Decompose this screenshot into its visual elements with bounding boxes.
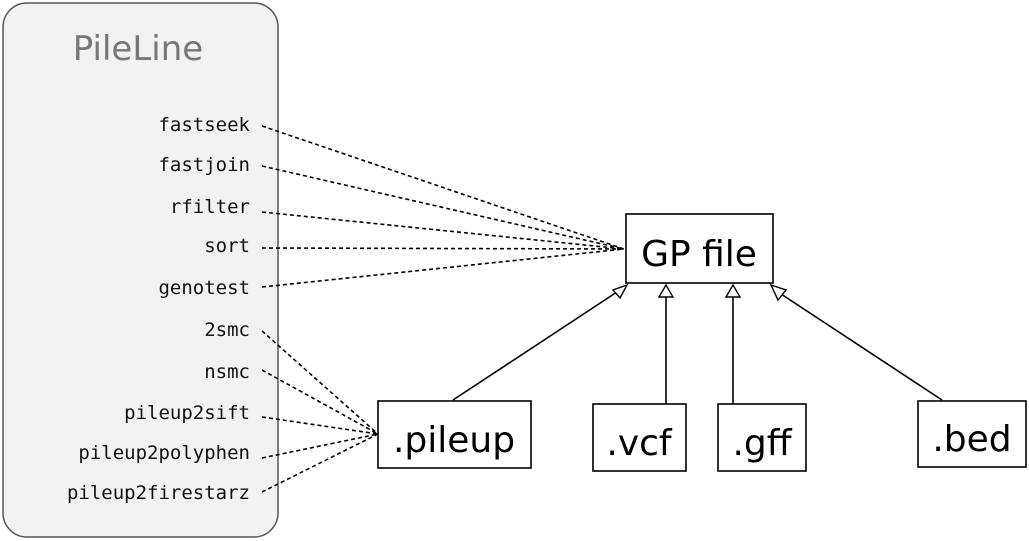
format-box-gff xyxy=(717,403,807,472)
connector-fastseek xyxy=(261,125,625,250)
inherit-line-pileup xyxy=(452,289,621,401)
gp-file-label: GP file xyxy=(641,234,757,275)
connector-pileup2sift xyxy=(261,416,379,435)
format-label-pileup: .pileup xyxy=(393,420,515,461)
connector-fastjoin xyxy=(261,165,625,250)
connector-2smc xyxy=(261,330,379,435)
gp-file-box xyxy=(625,213,774,284)
inherit-arrowhead-vcf xyxy=(657,283,675,298)
format-label-bed: .bed xyxy=(932,419,1011,460)
command-pileup2firestarz: pileup2firestarz xyxy=(67,482,250,504)
pileline-panel xyxy=(2,2,279,538)
inherit-arrowhead-gff xyxy=(724,283,742,298)
connector-pileup2polyphen xyxy=(261,433,379,459)
connector-genotest xyxy=(261,248,625,288)
format-box-bed xyxy=(917,400,1027,468)
command-sort: sort xyxy=(204,235,250,257)
command-fastjoin: fastjoin xyxy=(158,154,250,176)
command-rfilter: rfilter xyxy=(170,196,250,218)
format-box-vcf xyxy=(592,403,687,472)
inherit-line-bed xyxy=(777,291,943,401)
panel-title: PileLine xyxy=(73,29,203,69)
command-pileup2sift: pileup2sift xyxy=(124,402,250,424)
format-box-pileup xyxy=(377,400,532,469)
command-pileup2polyphen: pileup2polyphen xyxy=(78,442,250,464)
connector-sort xyxy=(261,247,625,250)
inherit-arrowhead-pileup xyxy=(611,283,629,300)
command-fastseek: fastseek xyxy=(158,114,250,136)
inherit-arrowhead-bed xyxy=(769,283,788,302)
format-label-gff: .gff xyxy=(732,423,792,464)
connector-nsmc xyxy=(261,369,379,435)
connector-rfilter xyxy=(261,211,625,250)
command-genotest: genotest xyxy=(158,277,250,299)
format-label-vcf: .vcf xyxy=(606,423,673,464)
connector-pileup2firestarz xyxy=(261,433,379,493)
command-nsmc: nsmc xyxy=(204,361,250,383)
command-2smc: 2smc xyxy=(204,319,250,341)
